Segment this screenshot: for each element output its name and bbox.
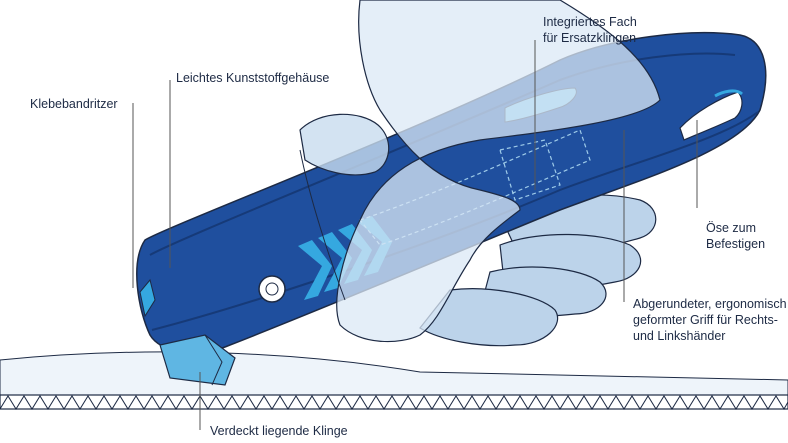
label-klinge: Verdeckt liegende Klinge <box>210 424 348 438</box>
concealed-blade <box>159 334 236 386</box>
hand-fingers <box>419 194 657 347</box>
callout-lines <box>132 40 698 430</box>
tape-splitter <box>139 278 156 318</box>
hand-overlay <box>299 0 661 343</box>
cardboard-surface <box>0 351 788 410</box>
label-griff: Abgerundeter, ergonomisch geformter Grif… <box>633 297 787 343</box>
label-gehaeuse: Leichtes Kunststoffgehäuse <box>176 71 330 85</box>
label-oese: Öse zum Befestigen <box>706 221 766 251</box>
eyelet <box>679 89 743 141</box>
label-ersatzklingen-fach: Integriertes Fach für Ersatzklingen <box>543 15 637 45</box>
rivet-hole <box>258 275 286 303</box>
label-klebebandritzer: Klebebandritzer <box>30 97 118 111</box>
